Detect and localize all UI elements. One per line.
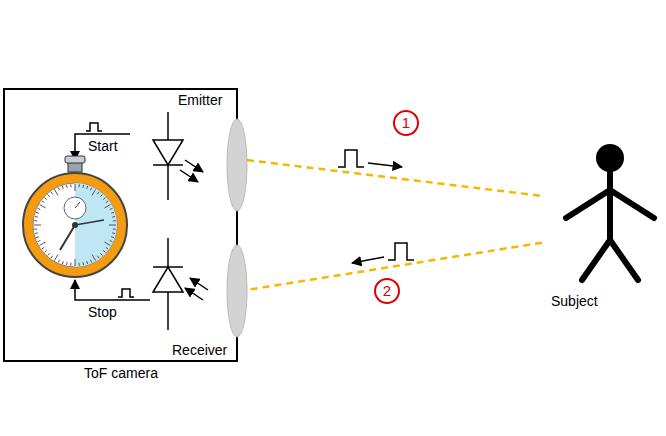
part-label: Emitter [178,93,222,108]
signal-label: Stop [88,305,117,320]
part-label: Receiver [172,343,227,358]
node-label: ToF camera [5,366,237,381]
camera-box: ToF camera [3,88,237,362]
start-wire [75,123,130,160]
emitter-diode [153,112,203,200]
light-beam [247,160,540,196]
stop-wire [75,280,150,300]
subject-figure: Subject [540,140,662,314]
light-pulse [338,150,414,263]
callout-number: 2 [374,278,400,304]
receiver-lens [227,245,247,337]
receiver-diode [153,238,208,330]
callout-number: 1 [393,110,419,136]
node-label: Subject [551,294,598,309]
signal-label: Start [88,139,118,154]
emitter-lens [227,119,247,211]
stick-figure [540,140,662,314]
stopwatch [23,156,127,277]
